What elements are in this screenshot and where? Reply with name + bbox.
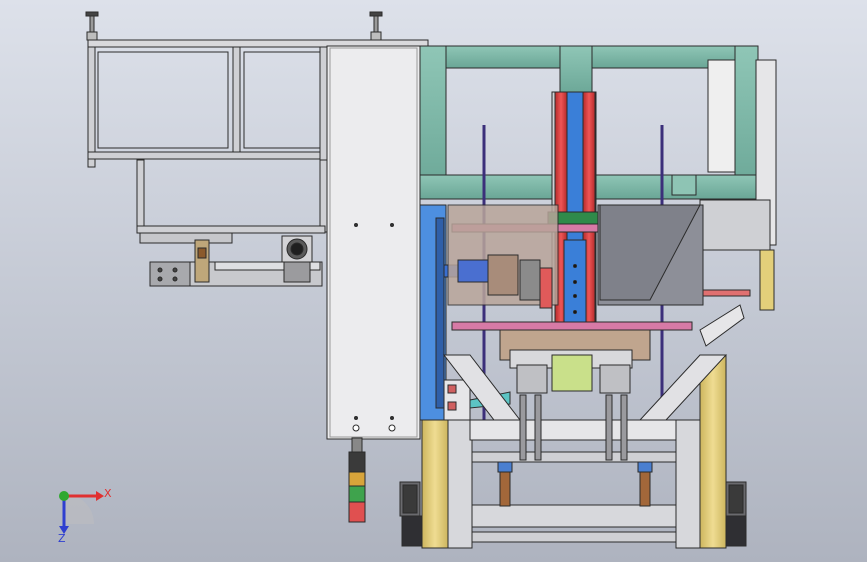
y-axis-marker [59,491,69,501]
control-panel-cabinet[interactable] [326,45,421,440]
signal-tower-light-icon [348,437,366,523]
carriage-mechanism[interactable] [447,204,704,394]
camera-cylinder-icon [281,235,313,283]
upper-left-frame[interactable] [87,39,429,244]
leveling-foot-icon [85,11,383,41]
x-axis-label: X [104,487,112,500]
coordinate-triad: X Z [58,487,112,545]
servo-motor-icon [399,481,747,517]
caster-wheel-icon [401,515,747,547]
lower-base-frame[interactable] [421,304,745,549]
z-axis-label: Z [58,532,66,545]
